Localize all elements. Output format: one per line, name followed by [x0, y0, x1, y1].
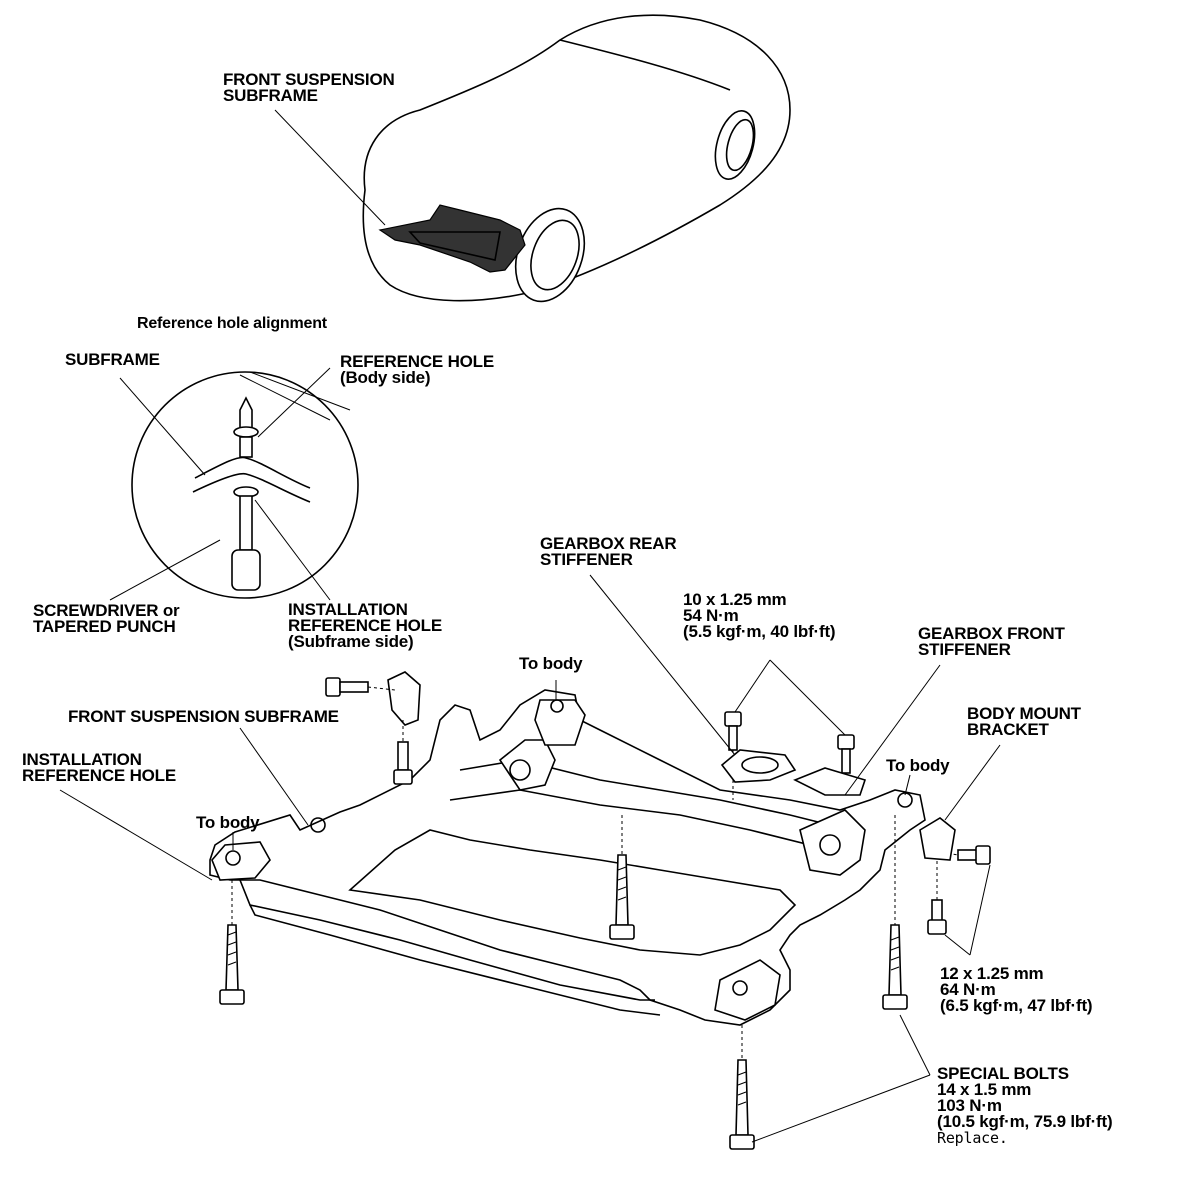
body-mount-bracket-line2: BRACKET [967, 720, 1049, 739]
install-ref-hole-left-line2: REFERENCE HOLE [22, 766, 176, 785]
bolt-12mm-spec: 12 x 1.25 mm 64 N·m (6.5 kgf·m, 47 lbf·f… [940, 964, 1093, 1015]
to-body-center-label: To body [519, 654, 583, 673]
special-bolts-torque-alt: (10.5 kgf·m, 75.9 lbf·ft) [937, 1112, 1113, 1131]
gearbox-stiffeners [720, 749, 956, 861]
bolt-12mm-torque-alt: (6.5 kgf·m, 47 lbf·ft) [940, 996, 1093, 1015]
install-ref-hole-left-label: INSTALLATION REFERENCE HOLE [22, 750, 176, 785]
bolt-12mm-size: 12 x 1.25 mm [940, 964, 1044, 983]
bolt-10mm-torque-alt: (5.5 kgf·m, 40 lbf·ft) [683, 622, 836, 641]
screwdriver-line1: SCREWDRIVER or [33, 601, 180, 620]
reference-hole-body-label: REFERENCE HOLE (Body side) [340, 352, 494, 387]
bolt-12mm-torque: 64 N·m [940, 980, 996, 999]
bolts [219, 677, 991, 1150]
bolt-10mm-size: 10 x 1.25 mm [683, 590, 787, 609]
detail-subframe-label: SUBFRAME [65, 350, 160, 369]
special-bolt-left [219, 880, 245, 1005]
special-bolts-torque: 103 N·m [937, 1096, 1002, 1115]
special-bolts-title: SPECIAL BOLTS [937, 1064, 1069, 1083]
subframe-main [209, 671, 926, 1026]
install-ref-hole-subframe-label: INSTALLATION REFERENCE HOLE (Subframe si… [288, 600, 442, 651]
special-bolt-center [609, 815, 635, 940]
gearbox-front-line2: STIFFENER [918, 640, 1011, 659]
special-bolts-spec: SPECIAL BOLTS 14 x 1.5 mm 103 N·m (10.5 … [937, 1064, 1113, 1147]
replace-note: Replace. [937, 1129, 1008, 1147]
body-mount-bracket-label: BODY MOUNT BRACKET [967, 704, 1081, 739]
leader-lines [59, 574, 1001, 1143]
special-bolt-right [882, 815, 908, 1010]
car-illustration [274, 14, 791, 303]
car-subframe-label-line2: SUBFRAME [223, 86, 318, 105]
car-subframe-label-line1: FRONT SUSPENSION [223, 70, 395, 89]
special-bolts-size: 14 x 1.5 mm [937, 1080, 1032, 1099]
bolt-10mm-torque: 54 N·m [683, 606, 739, 625]
gearbox-rear-stiffener-label: GEARBOX REAR STIFFENER [540, 534, 677, 569]
gearbox-rear-line1: GEARBOX REAR [540, 534, 677, 553]
front-suspension-subframe-label: FRONT SUSPENSION SUBFRAME [68, 707, 339, 726]
screwdriver-line2: TAPERED PUNCH [33, 617, 176, 636]
reference-hole-detail [109, 367, 359, 601]
gearbox-rear-line2: STIFFENER [540, 550, 633, 569]
gearbox-front-line1: GEARBOX FRONT [918, 624, 1065, 643]
reference-hole-alignment-title: Reference hole alignment [137, 315, 327, 332]
to-body-left-label: To body [196, 813, 260, 832]
install-ref-hole-left-line1: INSTALLATION [22, 750, 142, 769]
to-body-right-label: To body [886, 756, 950, 775]
screwdriver-label: SCREWDRIVER or TAPERED PUNCH [33, 601, 180, 636]
reference-hole-body-line2: (Body side) [340, 368, 431, 387]
install-ref-hole-subframe-line2: REFERENCE HOLE [288, 616, 442, 635]
car-subframe-label: FRONT SUSPENSION SUBFRAME [223, 70, 395, 105]
install-ref-hole-subframe-line1: INSTALLATION [288, 600, 408, 619]
gearbox-front-stiffener-label: GEARBOX FRONT STIFFENER [918, 624, 1065, 659]
special-bolt-front [729, 1025, 755, 1150]
bolt-10mm-spec: 10 x 1.25 mm 54 N·m (5.5 kgf·m, 40 lbf·f… [683, 590, 836, 641]
body-mount-bracket-line1: BODY MOUNT [967, 704, 1081, 723]
reference-hole-body-line1: REFERENCE HOLE [340, 352, 494, 371]
install-ref-hole-subframe-line3: (Subframe side) [288, 632, 414, 651]
